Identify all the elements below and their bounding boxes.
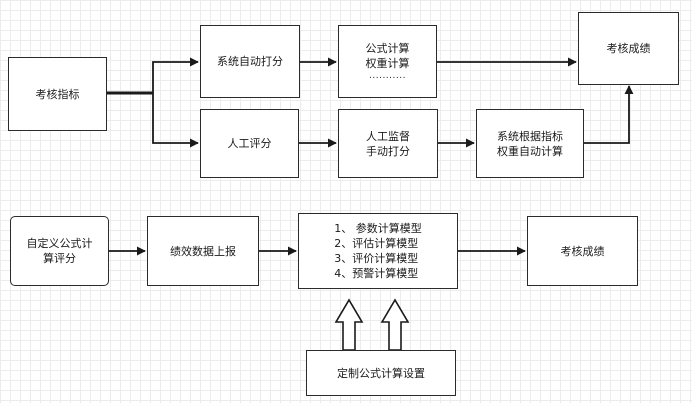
model-item-4: 4、预警计算模型 [334, 267, 419, 280]
arrow-index-to-auto-score [152, 57, 199, 93]
node-manual-supervision: 人工监督 手动打分 [338, 109, 438, 178]
node-assessment-result-top: 考核成绩 [578, 12, 679, 85]
node-calculation-models-list: 1、 参数计算模型 2、评估计算模型 3、评价计算模型 4、预警计算模型 [334, 221, 422, 281]
node-custom-formula-line1: 自定义公式计 [26, 237, 93, 250]
node-manual-supervision-line2: 手动打分 [366, 144, 410, 158]
model-item-1: 1、 参数计算模型 [334, 222, 422, 235]
node-manual-score-label: 人工评分 [227, 137, 272, 150]
node-system-weighted-calc: 系统根据指标 权重自动计算 [476, 109, 584, 178]
node-assessment-result-bottom-label: 考核成绩 [560, 244, 605, 258]
node-formula-calc-line1: 公式计算 [365, 42, 410, 55]
node-performance-report-label: 绩效数据上报 [170, 244, 236, 258]
hollow-arrow-right [380, 298, 410, 351]
node-assessment-result-bottom: 考核成绩 [527, 216, 638, 286]
node-formula-calc-line2: 权重计算 [365, 57, 410, 70]
node-custom-formula-settings: 定制公式计算设置 [306, 350, 456, 396]
node-custom-formula: 自定义公式计 算评分 [10, 216, 109, 286]
node-custom-formula-line2: 算评分 [43, 252, 76, 265]
node-system-weighted-calc-line1: 系统根据指标 [497, 129, 563, 143]
node-assessment-result-top-label: 考核成绩 [606, 42, 651, 55]
node-performance-report: 绩效数据上报 [147, 216, 259, 286]
arrow-system-calc-to-result-top [584, 85, 634, 144]
node-custom-formula-settings-label: 定制公式计算设置 [337, 366, 425, 380]
model-item-3: 3、评价计算模型 [334, 252, 419, 265]
node-manual-score: 人工评分 [200, 109, 299, 178]
model-item-2: 2、评估计算模型 [334, 237, 419, 250]
node-system-auto-score-label: 系统自动打分 [217, 55, 283, 68]
node-system-weighted-calc-line2: 权重自动计算 [497, 144, 563, 158]
node-formula-calc: 公式计算 权重计算 ........... [338, 25, 437, 98]
node-system-auto-score: 系统自动打分 [200, 25, 300, 98]
node-assessment-index: 考核指标 [8, 57, 107, 131]
hollow-arrow-left [334, 298, 364, 351]
arrow-index-to-manual-score [152, 93, 199, 148]
node-manual-supervision-line1: 人工监督 [366, 129, 410, 143]
node-calculation-models: 1、 参数计算模型 2、评估计算模型 3、评价计算模型 4、预警计算模型 [298, 213, 458, 289]
node-formula-calc-line3: ........... [369, 71, 406, 81]
node-assessment-index-label: 考核指标 [35, 87, 80, 101]
